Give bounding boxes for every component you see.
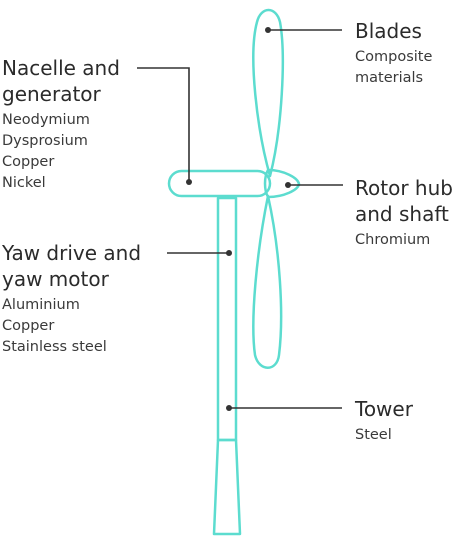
- nacelle-material-item: Nickel: [2, 175, 46, 191]
- yaw-title-line: yaw motor: [2, 267, 109, 291]
- yaw-pointer-dot: [226, 250, 232, 256]
- rotor-pointer-dot: [285, 182, 291, 188]
- tower-base-outline: [212, 438, 242, 536]
- tower-materials: Steel: [355, 425, 413, 446]
- yaw-title-line: Yaw drive and: [2, 241, 142, 265]
- tower-title: Tower: [355, 396, 413, 422]
- nacelle-leader-line: [137, 67, 190, 182]
- tower-outline: [216, 196, 238, 442]
- rotor-title-line: Rotor hub: [355, 176, 453, 200]
- nacelle-material-item: Neodymium: [2, 112, 90, 128]
- nacelle-title: Nacelle and generator: [2, 55, 120, 107]
- blades-material-item: materials: [355, 70, 424, 86]
- blades-title-line: Blades: [355, 19, 422, 43]
- tower-pointer-dot: [226, 405, 232, 411]
- blades-callout: Blades Composite materials: [355, 18, 432, 89]
- yaw-callout: Yaw drive and yaw motor Aluminium Copper…: [2, 240, 141, 358]
- nacelle-title-line: generator: [2, 82, 101, 106]
- nacelle-pointer-dot: [186, 179, 192, 185]
- blades-title: Blades: [355, 18, 432, 44]
- yaw-material-item: Stainless steel: [2, 339, 107, 355]
- upper-blade-outline: [252, 8, 285, 178]
- tower-title-line: Tower: [355, 397, 413, 421]
- nacelle-materials: Neodymium Dysprosium Copper Nickel: [2, 110, 120, 194]
- blades-pointer-dot: [265, 27, 271, 33]
- rotor-title: Rotor hub and shaft: [355, 175, 453, 227]
- tower-callout: Tower Steel: [355, 396, 413, 446]
- rotor-hub-outline: [263, 168, 301, 199]
- rotor-material-item: Chromium: [355, 232, 431, 248]
- rotor-materials: Chromium: [355, 230, 453, 251]
- blades-materials: Composite materials: [355, 47, 432, 89]
- nacelle-material-item: Dysprosium: [2, 133, 88, 149]
- yaw-materials: Aluminium Copper Stainless steel: [2, 295, 141, 358]
- yaw-title: Yaw drive and yaw motor: [2, 240, 141, 292]
- nacelle-material-item: Copper: [2, 154, 55, 170]
- rotor-title-line: and shaft: [355, 202, 449, 226]
- nacelle-outline: [167, 169, 272, 198]
- tower-material-item: Steel: [355, 427, 392, 443]
- yaw-material-item: Aluminium: [2, 297, 80, 313]
- yaw-material-item: Copper: [2, 318, 55, 334]
- rotor-callout: Rotor hub and shaft Chromium: [355, 175, 453, 251]
- lower-blade-outline: [252, 194, 283, 369]
- nacelle-callout: Nacelle and generator Neodymium Dysprosi…: [2, 55, 120, 194]
- nacelle-title-line: Nacelle and: [2, 56, 120, 80]
- blades-material-item: Composite: [355, 49, 433, 65]
